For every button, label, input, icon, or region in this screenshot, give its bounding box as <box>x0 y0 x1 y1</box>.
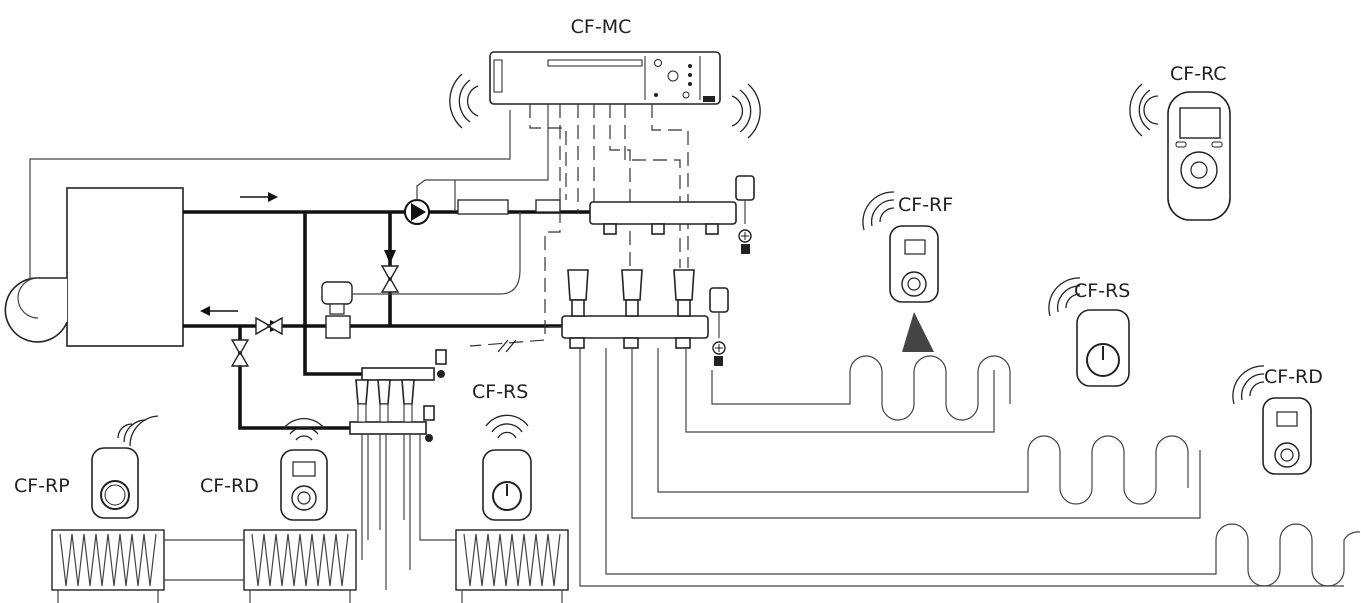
pump-icon <box>404 199 430 225</box>
valve-icon <box>380 265 400 293</box>
actuator-icon <box>457 199 561 215</box>
wireless-signal-icon <box>117 415 159 447</box>
cf-mc-label: CF-MC <box>571 16 632 38</box>
thermostat-icon <box>1262 397 1312 475</box>
flow-arrow-icon <box>200 306 238 316</box>
thermostat-icon <box>91 447 139 519</box>
actuator-icon <box>567 269 695 317</box>
cf-rc-label: CF-RC <box>1170 63 1227 85</box>
thermostat-icon <box>889 225 939 303</box>
radiator-icon <box>51 529 165 603</box>
radiator-icon <box>455 529 569 603</box>
wireless-signal-icon <box>449 73 761 139</box>
floor-heating-loop-icon <box>579 348 1361 587</box>
flow-arrow-icon <box>240 192 278 202</box>
remote-control-icon <box>1167 91 1231 221</box>
cf-rp-label: CF-RP <box>14 475 70 497</box>
manifold-icon <box>589 175 755 254</box>
cf-rd-right-label: CF-RD <box>1264 366 1323 388</box>
thermostat-icon <box>1076 309 1130 387</box>
wireless-signal-icon <box>283 418 325 441</box>
wireless-signal-icon <box>1129 83 1159 137</box>
thermostat-icon <box>280 449 328 521</box>
cf-rs-right-label: CF-RS <box>1074 280 1130 302</box>
thermostat-icon <box>482 449 532 521</box>
cf-rs-left-label: CF-RS <box>472 381 528 403</box>
mixing-valve-icon <box>321 281 353 339</box>
floor-sensor-icon <box>902 312 934 352</box>
valve-icon <box>230 339 250 367</box>
radiator-manifold-icon <box>349 349 456 590</box>
master-controller-icon <box>489 51 721 105</box>
cf-rf-label: CF-RF <box>898 194 953 216</box>
wireless-signal-icon <box>1232 365 1265 405</box>
supply-pipe <box>183 210 590 376</box>
valve-icon <box>255 316 283 336</box>
cf-rd-left-label: CF-RD <box>200 475 259 497</box>
boiler-icon <box>4 187 184 347</box>
wireless-signal-icon <box>485 414 529 439</box>
wireless-signal-icon <box>1048 277 1081 317</box>
radiator-icon <box>243 529 357 603</box>
manifold-icon <box>548 287 729 366</box>
wireless-signal-icon <box>862 191 895 231</box>
